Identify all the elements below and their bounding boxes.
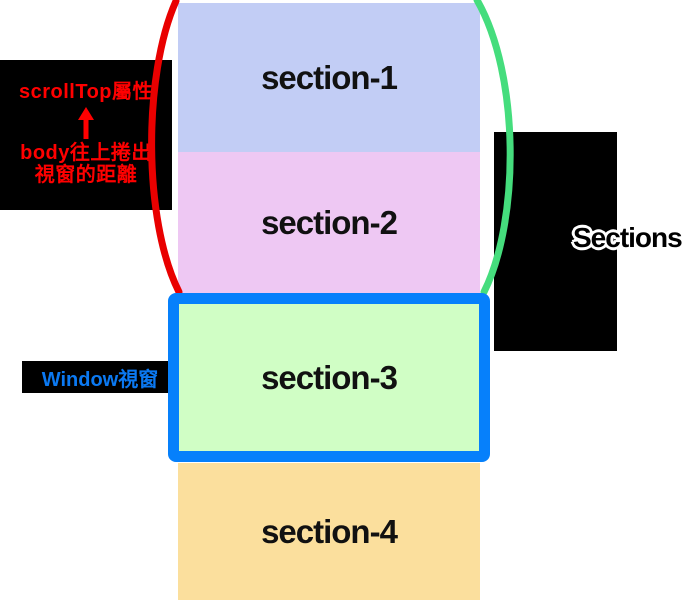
section-2-block: section-2 xyxy=(178,152,480,293)
arrow-up-icon xyxy=(75,107,97,139)
sections-callout-text: Sections xyxy=(573,222,683,253)
section-1-label: section-1 xyxy=(261,58,398,96)
sections-annotation-box xyxy=(494,132,617,351)
section-1-block: section-1 xyxy=(178,3,480,152)
section-4-block: section-4 xyxy=(178,463,480,600)
scrolltop-description-line2: 視窗的距離 xyxy=(34,164,138,186)
section-4-label: section-4 xyxy=(261,512,398,550)
window-label-text: Window視窗 xyxy=(41,368,159,391)
section-3-label: section-3 xyxy=(261,358,398,396)
window-viewport-box: section-3 xyxy=(168,293,490,462)
scrolltop-attribute-label: scrollTop屬性 xyxy=(18,81,154,103)
window-label-box: Window視窗 xyxy=(22,361,168,393)
section-2-label: section-2 xyxy=(261,203,398,241)
scrolltop-description-line1: body往上捲出 xyxy=(20,142,152,164)
scrolltop-annotation-box: scrollTop屬性 body往上捲出 視窗的距離 xyxy=(0,60,172,210)
